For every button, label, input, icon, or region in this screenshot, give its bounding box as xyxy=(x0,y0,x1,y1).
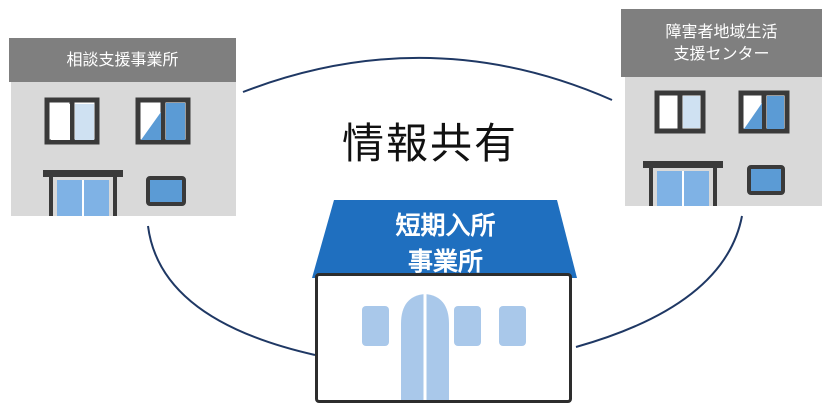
building-icon xyxy=(643,90,790,206)
left-arc xyxy=(147,225,316,356)
facility-roof xyxy=(312,200,577,278)
facility-body xyxy=(315,273,572,403)
consultation-office-building: 相談支援事業所 xyxy=(9,38,236,216)
short-stay-title-line1: 短期入所 xyxy=(395,211,496,240)
right-arc xyxy=(575,215,743,348)
information-sharing-label: 情報共有 xyxy=(341,119,518,168)
support-center-facade xyxy=(625,77,822,206)
building-icon xyxy=(43,97,191,216)
facility-windows-icon xyxy=(362,294,526,400)
top-arc xyxy=(242,56,613,101)
short-stay-title: 短期入所 事業所 xyxy=(352,208,539,280)
support-center-label-line2: 支援センター xyxy=(673,44,770,63)
support-center-label: 障害者地域生活 支援センター xyxy=(621,9,822,77)
short-stay-title-line2: 事業所 xyxy=(407,247,483,276)
support-center-label-line1: 障害者地域生活 xyxy=(665,22,778,42)
consultation-office-label-text: 相談支援事業所 xyxy=(66,50,179,70)
consultation-office-label: 相談支援事業所 xyxy=(9,38,236,82)
short-stay-facility: 短期入所 事業所 xyxy=(312,200,579,405)
consultation-office-facade xyxy=(11,82,236,216)
support-center-building: 障害者地域生活 支援センター xyxy=(621,9,822,206)
